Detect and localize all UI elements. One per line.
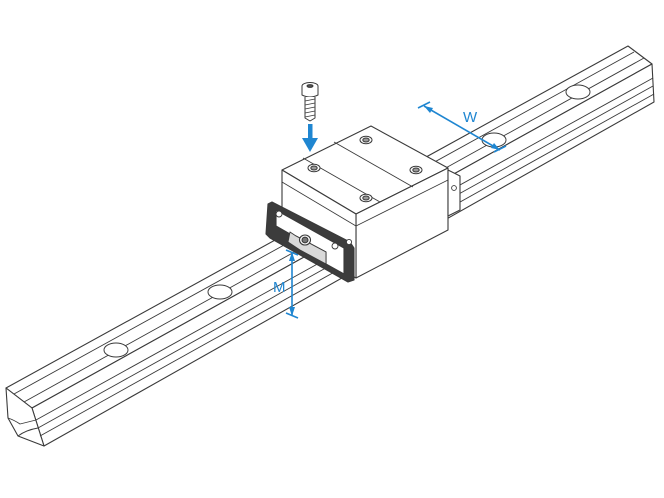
- block-hole-2: [307, 163, 321, 173]
- dimension-width: [417, 101, 507, 153]
- block-hole-4: [359, 193, 373, 203]
- seal-screw-1: [275, 210, 283, 218]
- cap-screw-icon: [301, 82, 319, 122]
- block-mounting-holes: [307, 135, 423, 203]
- seal-screw-3: [345, 238, 353, 246]
- rail-hole-2: [207, 284, 233, 300]
- rail-end-face: [5, 387, 45, 447]
- front-end-seal: [265, 201, 355, 283]
- rail-hole-4: [565, 84, 591, 100]
- arrow-down-icon: [302, 124, 318, 152]
- seal-screw-2: [331, 242, 339, 250]
- dimension-w-label: W: [463, 109, 478, 126]
- block-hole-1: [359, 135, 373, 145]
- rail-hole-1: [103, 342, 129, 358]
- rear-end-seal: [447, 169, 461, 217]
- seal-rail-cutout: [287, 231, 327, 265]
- dimension-height: [285, 249, 299, 319]
- block-hole-3: [409, 165, 423, 175]
- rail-mounting-holes: [103, 84, 591, 358]
- grease-nipple: [298, 234, 312, 246]
- dimension-m-label: M: [273, 279, 286, 296]
